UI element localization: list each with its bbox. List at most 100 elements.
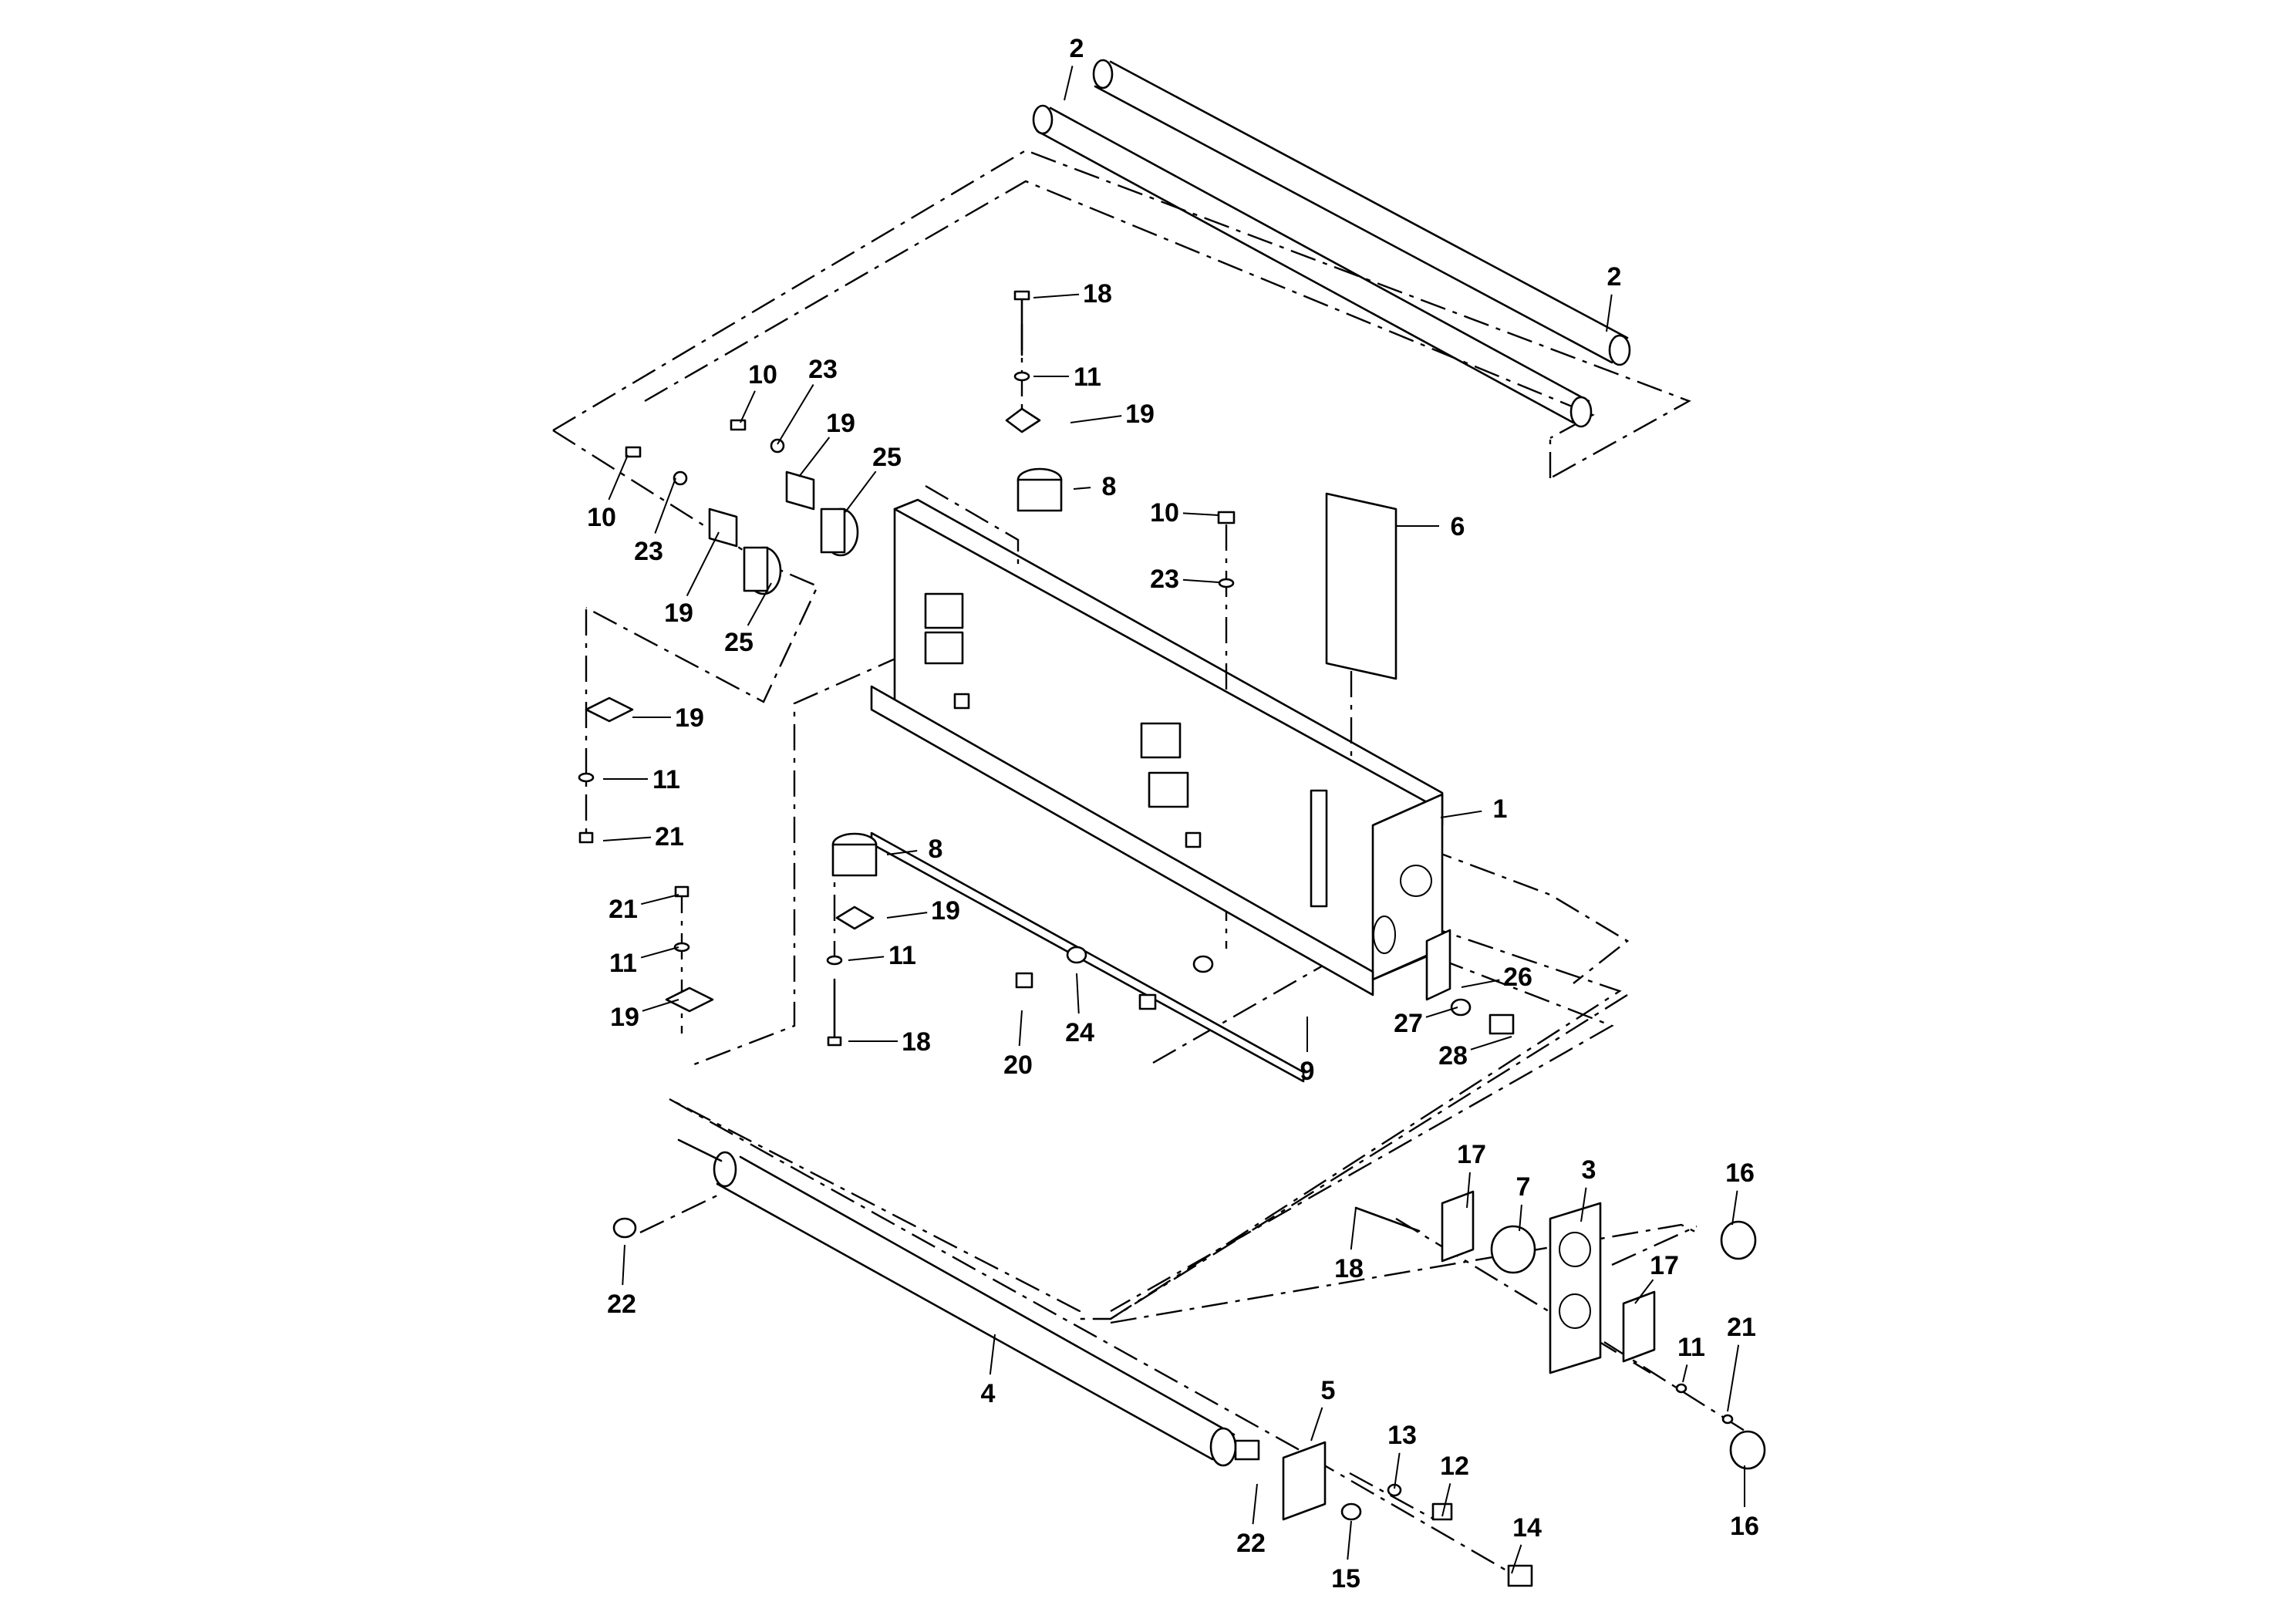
callout-28: 28 bbox=[1438, 1036, 1512, 1071]
callout-18: 18 bbox=[1334, 1207, 1364, 1283]
callout-number: 11 bbox=[652, 765, 680, 794]
callout-10: 10 bbox=[587, 454, 629, 532]
callout-18: 18 bbox=[848, 1027, 931, 1057]
leader-line bbox=[1511, 1544, 1522, 1574]
callout-19: 19 bbox=[798, 409, 855, 477]
callout-number: 12 bbox=[1440, 1452, 1469, 1481]
callout-number: 13 bbox=[1387, 1421, 1417, 1450]
callout-number: 10 bbox=[587, 503, 616, 532]
callout-13: 13 bbox=[1387, 1421, 1417, 1489]
callout-number: 11 bbox=[1074, 363, 1101, 392]
callout-22: 22 bbox=[607, 1244, 636, 1319]
callout-2: 2 bbox=[1064, 34, 1084, 101]
callout-number: 2 bbox=[1607, 262, 1622, 292]
right-end-assembly bbox=[1354, 1190, 1766, 1470]
roller-4-lower bbox=[612, 1138, 1260, 1467]
callout-number: 18 bbox=[1083, 279, 1112, 309]
callout-16: 16 bbox=[1730, 1465, 1759, 1541]
phantom-right-sub bbox=[1395, 1217, 1651, 1374]
leader-line bbox=[608, 454, 629, 501]
callout-number: 17 bbox=[1650, 1251, 1679, 1280]
callout-number: 17 bbox=[1457, 1140, 1486, 1169]
callout-21: 21 bbox=[609, 894, 679, 924]
leader-line bbox=[654, 477, 676, 534]
phantom-top-outer bbox=[552, 149, 1691, 480]
callout-16: 16 bbox=[1725, 1158, 1755, 1226]
leader-line bbox=[1461, 979, 1500, 988]
callout-number: 15 bbox=[1331, 1564, 1360, 1593]
leader-line bbox=[1606, 294, 1613, 332]
leader-line bbox=[1682, 1364, 1688, 1383]
leader-line bbox=[1310, 1407, 1323, 1442]
callout-number: 10 bbox=[748, 360, 777, 389]
callout-11: 11 bbox=[1677, 1333, 1705, 1383]
callout-23: 23 bbox=[634, 477, 676, 566]
leader-line bbox=[798, 437, 831, 477]
callout-21: 21 bbox=[1727, 1313, 1756, 1412]
callout-20: 20 bbox=[1003, 1010, 1033, 1080]
callout-number: 19 bbox=[664, 599, 693, 628]
phantom-bolt-12 bbox=[1349, 1472, 1435, 1521]
callout-11: 11 bbox=[848, 941, 916, 970]
leader-line bbox=[1076, 973, 1080, 1014]
leader-line bbox=[1347, 1520, 1352, 1560]
leader-line bbox=[886, 850, 918, 855]
callout-number: 8 bbox=[1102, 472, 1117, 501]
leader-line bbox=[1731, 1190, 1738, 1226]
leader-line bbox=[740, 390, 756, 423]
callout-number: 4 bbox=[981, 1379, 996, 1408]
leader-line bbox=[602, 836, 652, 841]
leader-line bbox=[622, 1244, 625, 1286]
phantom-right-frame bbox=[1426, 847, 1630, 984]
callout-8: 8 bbox=[886, 835, 942, 864]
callout-19: 19 bbox=[886, 896, 960, 926]
callout-number: 19 bbox=[826, 409, 855, 438]
leader-line bbox=[1425, 1007, 1458, 1018]
callout-24: 24 bbox=[1065, 973, 1094, 1047]
callout-number: 19 bbox=[1125, 400, 1155, 429]
phantom-lower-box bbox=[669, 993, 1628, 1320]
leader-line bbox=[1580, 1187, 1587, 1222]
callout-26: 26 bbox=[1461, 963, 1532, 992]
leader-line bbox=[1070, 415, 1122, 423]
callout-number: 22 bbox=[607, 1290, 636, 1319]
fastener-stack-18a bbox=[1005, 290, 1063, 512]
callout-1: 1 bbox=[1440, 794, 1507, 824]
callout-15: 15 bbox=[1331, 1520, 1360, 1593]
callout-11: 11 bbox=[1033, 363, 1101, 392]
callout-27: 27 bbox=[1394, 1007, 1458, 1038]
callout-25: 25 bbox=[845, 443, 902, 513]
callout-17: 17 bbox=[1457, 1140, 1486, 1209]
callout-10: 10 bbox=[740, 360, 777, 423]
callout-number: 23 bbox=[634, 537, 663, 566]
leader-line bbox=[1182, 578, 1219, 583]
callout-number: 16 bbox=[1725, 1158, 1755, 1188]
callout-10: 10 bbox=[1150, 498, 1219, 528]
callout-number: 23 bbox=[1150, 565, 1179, 594]
callout-number: 9 bbox=[1300, 1057, 1315, 1086]
phantom-bolt-14 bbox=[1310, 1456, 1512, 1575]
callout-9: 9 bbox=[1300, 1017, 1315, 1086]
callout-number: 19 bbox=[610, 1003, 639, 1032]
callout-number: 25 bbox=[872, 443, 902, 472]
callout-8: 8 bbox=[1073, 472, 1117, 501]
callout-number: 21 bbox=[1727, 1313, 1756, 1342]
phantom-roller-axis bbox=[669, 1098, 1300, 1452]
callout-number: 24 bbox=[1065, 1018, 1094, 1047]
callout-number: 10 bbox=[1150, 498, 1179, 528]
frame-assembly-1 bbox=[870, 498, 1444, 1083]
callout-number: 18 bbox=[1334, 1254, 1364, 1283]
callout-7: 7 bbox=[1516, 1172, 1530, 1232]
leader-line bbox=[1634, 1279, 1654, 1304]
fastener-stack-10c bbox=[1217, 511, 1236, 588]
callout-number: 27 bbox=[1394, 1009, 1423, 1038]
fastener-stack-left bbox=[578, 696, 714, 1013]
callout-2: 2 bbox=[1606, 262, 1622, 332]
callout-number: 22 bbox=[1236, 1529, 1266, 1558]
leader-line bbox=[642, 999, 679, 1012]
callout-14: 14 bbox=[1511, 1513, 1542, 1574]
leader-line bbox=[640, 946, 679, 959]
